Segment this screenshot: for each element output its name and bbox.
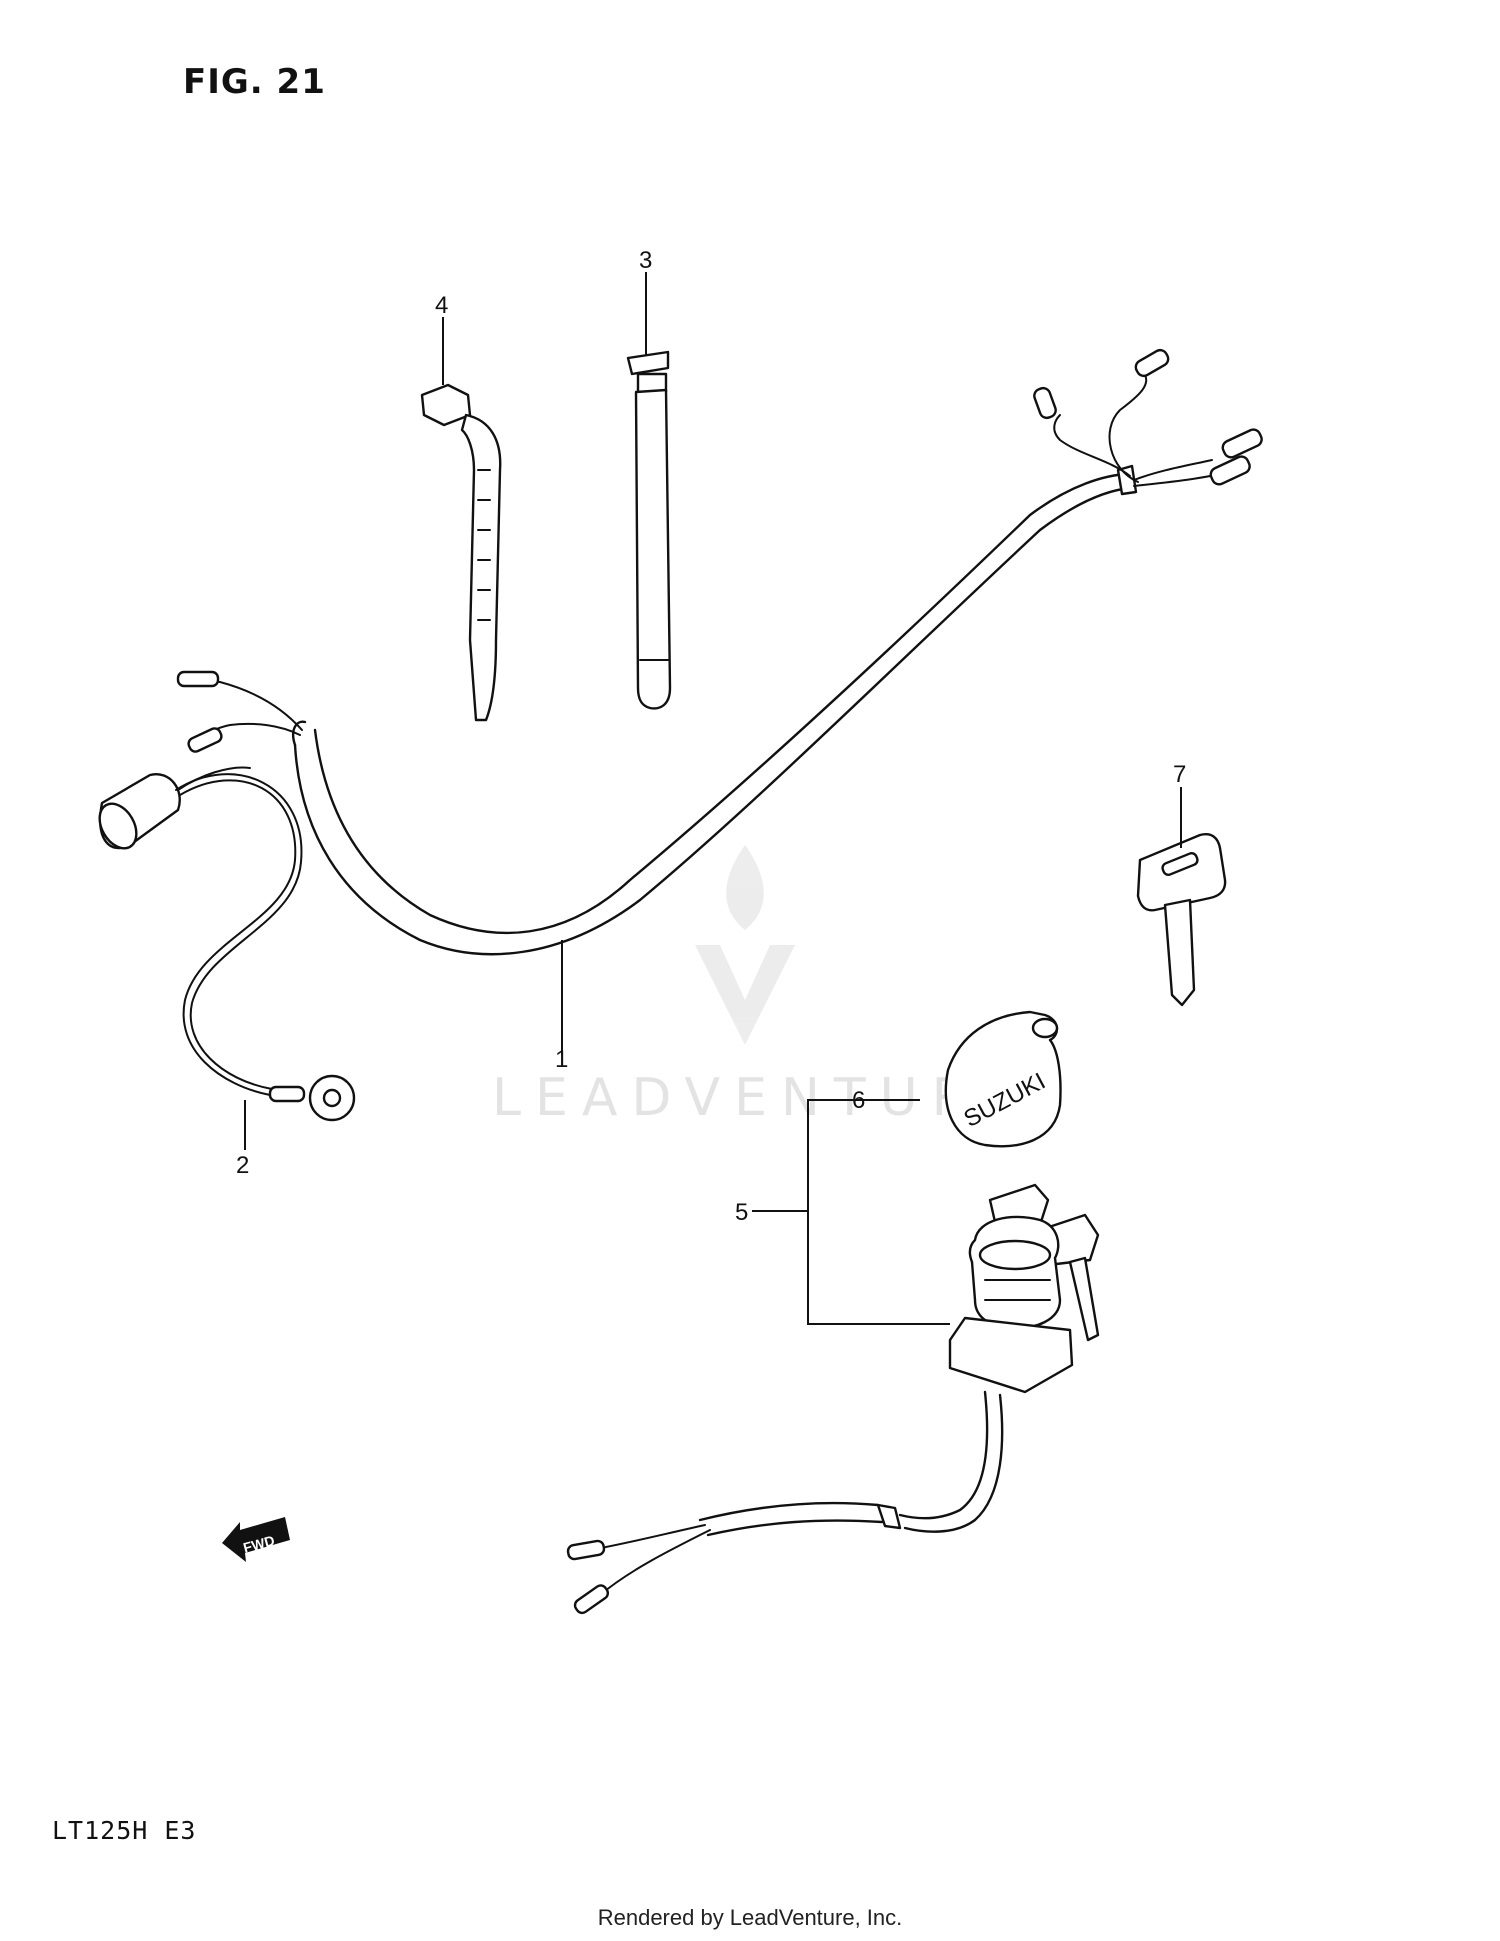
connector-pin: [187, 727, 223, 753]
connector-pin: [573, 1584, 610, 1615]
figure-title: FIG. 21: [183, 62, 326, 102]
connector-pin: [1134, 348, 1170, 378]
footer-credit: Rendered by LeadVenture, Inc.: [597, 1905, 903, 1930]
fwd-arrow-icon: FWD: [222, 1517, 290, 1562]
callout-7: 7: [1173, 761, 1186, 788]
callout-4: 4: [435, 292, 448, 319]
callout-1: 1: [555, 1046, 568, 1073]
model-code: LT125H E3: [52, 1816, 197, 1845]
callout-6: 6: [852, 1087, 865, 1114]
fwd-label: FWD: [241, 1532, 276, 1556]
bracket-line: [807, 1099, 950, 1325]
rubber-boot-connector: [98, 766, 251, 850]
strap-band: [626, 350, 672, 710]
watermark-logo-icon: [695, 845, 795, 1045]
connector-pin: [566, 1539, 606, 1561]
callout-3: 3: [639, 247, 652, 274]
connector-pin: [1221, 428, 1263, 459]
connector-pin: [1033, 386, 1057, 420]
connector-pin: [1209, 455, 1251, 486]
ground-lead: [175, 773, 356, 1122]
watermark-text: LEADVENTURE: [492, 1068, 1029, 1128]
key-icon: [1136, 833, 1227, 1007]
switch-cap: SUZUKI: [944, 1010, 1062, 1148]
ignition-switch: [566, 1183, 1100, 1615]
main-wire-harness: [98, 348, 1263, 956]
callout-5: 5: [735, 1199, 748, 1226]
connector-pin: [176, 670, 220, 688]
cable-tie: [420, 383, 502, 722]
callout-2: 2: [236, 1152, 249, 1179]
